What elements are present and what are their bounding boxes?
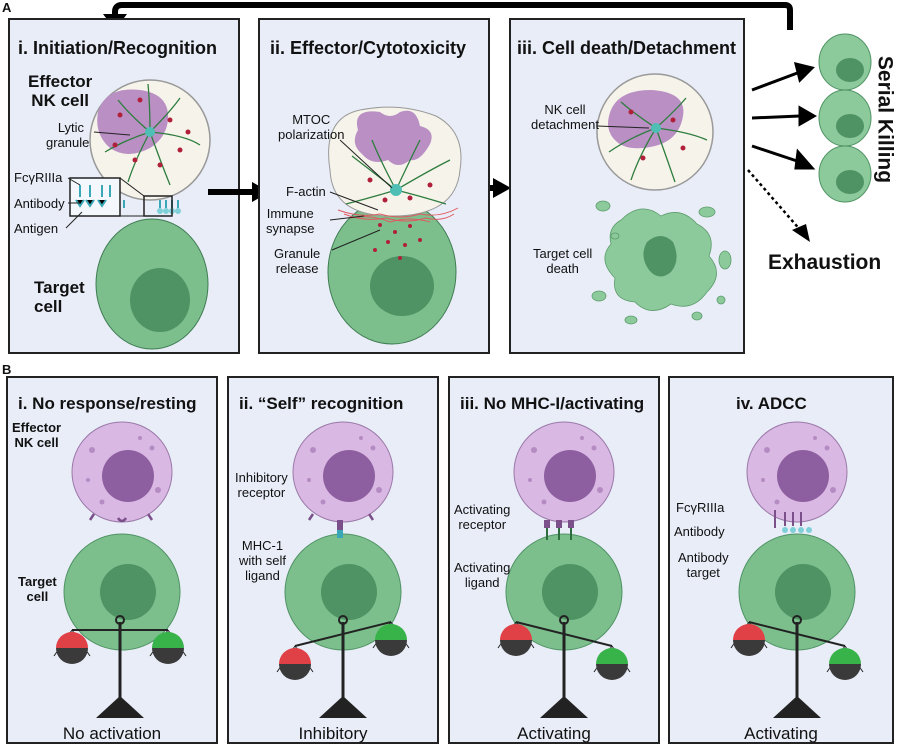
panel-a1-illustration (65, 79, 211, 350)
effector-nk-label: Effector NK cell (28, 72, 93, 110)
panel-b3-title: iii. No MHC-I/activating (460, 394, 645, 413)
detachment-label: NK cell detachment (531, 102, 599, 132)
section-b-label: B (2, 362, 12, 377)
panel-b4-illustration (730, 421, 864, 718)
panel-b1: i. No response/resting No activation Effec… (6, 376, 218, 744)
balance-scale-icon (730, 615, 864, 718)
granule-label: Granule release (274, 246, 321, 276)
panel-a3-title: iii. Cell death/Detachment (517, 38, 737, 58)
serial-target-cell-icon (818, 33, 872, 203)
fcr-label: FcγRIIIa (14, 170, 63, 185)
panel-b4-outcome: Activating (744, 724, 818, 743)
lytic-granules-label: Lytic granules (46, 120, 96, 150)
panel-a2: ii. Effector/Cytotoxicity (258, 18, 490, 354)
panel-a2-title: ii. Effector/Cytotoxicity (270, 38, 467, 58)
antibody-label: Antibody (674, 524, 725, 539)
balance-scale-icon (497, 615, 631, 718)
panel-b2-title: ii. “Self” recognition (239, 394, 404, 413)
balance-scale-icon (53, 615, 187, 718)
panel-a1: i. Initiation/Recognition Effector NK ce… (8, 18, 240, 354)
activating-ligand-label: Activating ligand (454, 560, 511, 590)
section-a-label: A (2, 0, 12, 15)
panel-a1-title: i. Initiation/Recognition (18, 38, 217, 58)
factin-label: F-actin (286, 184, 326, 199)
panel-b4-title: iv. ADCC (736, 394, 807, 413)
antigen-label: Antigen (14, 221, 59, 236)
serial-killing-label: Serial Killing (873, 55, 897, 184)
panel-a3: iii. Cell death/Detachment NK cell detac… (509, 18, 745, 354)
exhaustion-label: Exhaustion (768, 251, 882, 274)
antibody-label: Antibody (14, 196, 65, 211)
target-cell-label: Target cell (18, 574, 57, 604)
balance-scale-icon (276, 615, 410, 718)
fcr-label: FcγRIIIa (676, 500, 725, 515)
panel-b3-illustration (497, 421, 631, 718)
panel-b1-title: i. No response/resting (18, 394, 197, 413)
panel-a2-illustration (327, 106, 462, 345)
target-death-label: Target cell death (533, 246, 593, 276)
mhc-label: MHC-1 with self ligand (239, 538, 286, 583)
inhibitory-receptor-label: Inhibitory receptor (235, 470, 288, 500)
panel-b1-outcome: No activation (62, 724, 162, 743)
panel-b2-outcome: Inhibitory (298, 724, 368, 743)
antibody-target-label: Antibody target (678, 550, 729, 580)
synapse-label: Immune synapse (266, 206, 315, 236)
panel-b3-outcome: Activating (517, 724, 591, 743)
panel-b1-illustration (53, 421, 187, 718)
panel-b2-illustration (276, 421, 410, 718)
target-cell-label: Target cell (34, 278, 85, 316)
effector-nk-label: Effector NK cell (12, 420, 62, 450)
activating-receptor-label: Activating receptor (454, 502, 511, 532)
panel-a3-illustration (591, 73, 732, 325)
mtoc-label: MTOC polarization (278, 112, 345, 142)
